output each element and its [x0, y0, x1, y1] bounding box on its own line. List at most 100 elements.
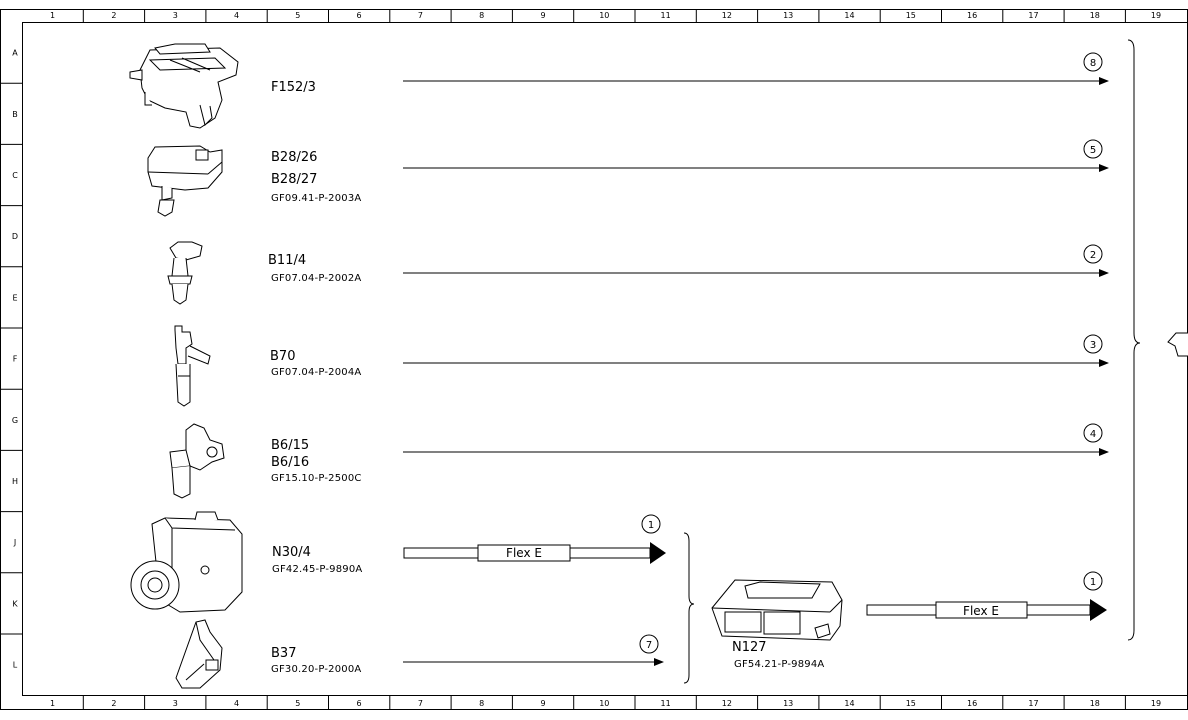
partial-connector-drawing	[1167, 332, 1188, 357]
grid-row-label: K	[12, 599, 18, 608]
grid-col-label-top: 17	[1028, 11, 1038, 20]
grid-col-label-top: 5	[295, 11, 300, 20]
target-number-f152-3: 8	[1090, 58, 1096, 69]
grid-col-label-bottom: 15	[906, 699, 916, 708]
component-label-b6-15: B6/15	[271, 438, 309, 453]
target-numbers: 8 5 2 3 4 1 7 1	[646, 58, 1096, 651]
component-label-b28-26: B28/26	[271, 150, 317, 165]
grid-col-label-top: 1	[50, 11, 55, 20]
target-markers	[639, 52, 1103, 654]
grid-row-label: L	[13, 661, 18, 670]
target-circle-n30-4	[641, 514, 661, 534]
grid-col-label-top: 9	[540, 11, 545, 20]
component-ref-b37: GF30.20-P-2000A	[271, 664, 361, 675]
component-ref-b28: GF09.41-P-2003A	[271, 193, 361, 204]
target-number-n30-4: 1	[648, 520, 654, 531]
grid-col-label-top: 14	[844, 11, 854, 20]
grid-col-label-top: 6	[357, 11, 362, 20]
grid-row-label: H	[12, 477, 18, 486]
grid-col-label-bottom: 8	[479, 699, 484, 708]
main-brace	[1127, 39, 1141, 641]
component-ref-b6: GF15.10-P-2500C	[271, 473, 362, 484]
grid-row-label: J	[13, 538, 16, 547]
component-labels: F152/3 B28/26 B28/27 GF09.41-P-2003A B11…	[268, 80, 824, 675]
grid-column-labels: 1122334455667788991010111112121313141415…	[50, 9, 1161, 710]
grid-col-label-bottom: 10	[599, 699, 609, 708]
grid-row-label: F	[13, 355, 18, 364]
target-circle-n127	[1083, 571, 1103, 591]
grid-col-label-bottom: 3	[173, 699, 178, 708]
component-label-b28-27: B28/27	[271, 172, 317, 187]
target-number-b11-4: 2	[1090, 250, 1096, 261]
grid-col-label-top: 16	[967, 11, 977, 20]
grid-col-label-bottom: 4	[234, 699, 239, 708]
target-circle-b70	[1083, 334, 1103, 354]
grid-col-label-top: 7	[418, 11, 423, 20]
component-label-b6-16: B6/16	[271, 455, 309, 470]
grid-col-label-bottom: 2	[111, 699, 116, 708]
grid-col-label-top: 3	[173, 11, 178, 20]
target-number-b6: 4	[1090, 429, 1096, 440]
target-number-n127: 1	[1090, 577, 1096, 588]
target-number-b37: 7	[646, 640, 652, 651]
target-circle-b28	[1083, 139, 1103, 159]
grid-row-label: G	[12, 416, 18, 425]
module-ref-n127: GF54.21-P-9894A	[734, 659, 824, 670]
component-b70-drawing	[174, 325, 211, 407]
component-ref-b70: GF07.04-P-2004A	[271, 367, 361, 378]
grid-col-label-top: 10	[599, 11, 609, 20]
component-ref-n30-4: GF42.45-P-9890A	[272, 564, 362, 575]
bus-label-box-n30-4	[477, 544, 571, 562]
grid-col-label-top: 13	[783, 11, 793, 20]
grid-col-label-top: 18	[1090, 11, 1100, 20]
component-ref-b11-4: GF07.04-P-2002A	[271, 273, 361, 284]
grid-col-label-bottom: 7	[418, 699, 423, 708]
bus-label-box-n127	[935, 601, 1028, 619]
grid-col-label-bottom: 1	[50, 699, 55, 708]
target-circle-f152-3	[1083, 52, 1103, 72]
grid-col-label-bottom: 6	[357, 699, 362, 708]
module-n127-drawing	[711, 579, 843, 641]
grid-row-label: A	[12, 49, 18, 58]
grid-col-label-bottom: 17	[1028, 699, 1038, 708]
bus-label-n30-4: Flex E	[506, 546, 542, 560]
bus-arrow-n30-4: Flex E	[403, 542, 666, 564]
grid-col-label-bottom: 11	[661, 699, 671, 708]
target-number-b28: 5	[1090, 145, 1096, 156]
grid-col-label-top: 15	[906, 11, 916, 20]
grid-col-label-top: 8	[479, 11, 484, 20]
component-label-f152-3: F152/3	[271, 80, 316, 95]
bus-arrow-n127: Flex E	[866, 599, 1107, 621]
module-input-brace	[683, 532, 695, 684]
component-label-b70: B70	[270, 349, 295, 364]
grid-col-label-bottom: 5	[295, 699, 300, 708]
grid-row-label: B	[12, 110, 18, 119]
component-label-b37: B37	[271, 646, 296, 661]
grid-col-label-top: 12	[722, 11, 732, 20]
grid-col-label-top: 4	[234, 11, 239, 20]
module-label-n127: N127	[732, 640, 767, 655]
grid-col-label-bottom: 13	[783, 699, 793, 708]
grid-col-label-bottom: 18	[1090, 699, 1100, 708]
component-b6-drawing	[169, 423, 225, 499]
grid-col-label-bottom: 19	[1151, 699, 1161, 708]
target-circle-b37	[639, 634, 659, 654]
grid-col-label-top: 11	[661, 11, 671, 20]
grid-col-label-bottom: 14	[844, 699, 854, 708]
grid-col-label-bottom: 16	[967, 699, 977, 708]
signal-lines	[403, 77, 1109, 666]
grid-col-label-top: 2	[111, 11, 116, 20]
component-b11-4-drawing	[167, 241, 203, 305]
bus-label-n127: Flex E	[963, 604, 999, 618]
grid-col-label-bottom: 12	[722, 699, 732, 708]
component-label-n30-4: N30/4	[272, 545, 311, 560]
grid-row-label: C	[12, 171, 18, 180]
component-f152-3-drawing	[129, 43, 239, 129]
target-circle-b6	[1083, 423, 1103, 443]
component-label-b11-4: B11/4	[268, 253, 306, 268]
grid-row-label: D	[12, 232, 18, 241]
grid-col-label-bottom: 9	[540, 699, 545, 708]
grid-col-label-top: 19	[1151, 11, 1161, 20]
